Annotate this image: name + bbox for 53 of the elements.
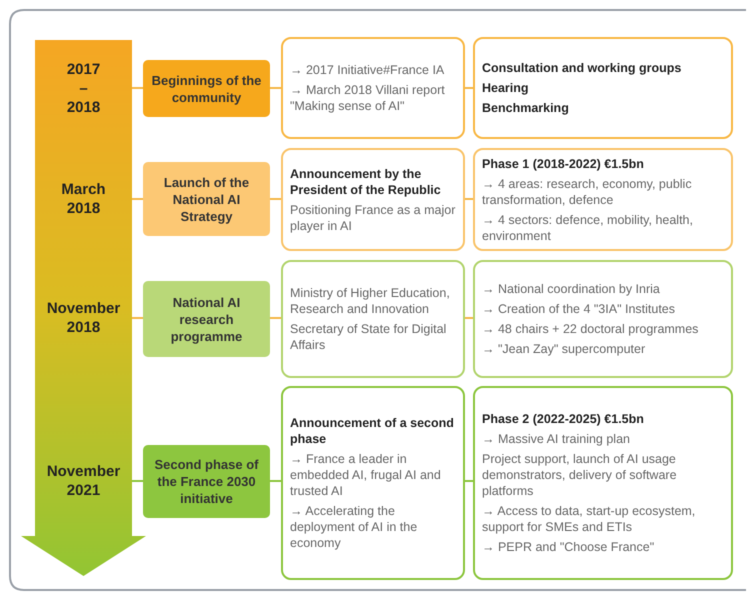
connector-line bbox=[465, 87, 473, 89]
connector-line bbox=[270, 87, 281, 89]
heading-text: Benchmarking bbox=[482, 100, 570, 116]
phase-box: National AI research programme bbox=[143, 281, 270, 357]
connector-line bbox=[270, 198, 281, 200]
outcome-box bbox=[473, 260, 733, 378]
connector-line bbox=[465, 317, 473, 319]
body-text: → 4 sectors: defence, mobility, health, environment bbox=[482, 212, 694, 244]
date-label: November 2021 bbox=[46, 462, 120, 500]
connector-line bbox=[270, 317, 281, 319]
body-text: → PEPR and "Choose France" bbox=[482, 539, 656, 555]
body-text: → Accelerating the deployment of AI in the economy bbox=[290, 503, 418, 551]
body-text: Project support, launch of AI usage demonstrators, delivery of software platforms bbox=[482, 451, 678, 499]
date-label: March 2018 bbox=[61, 180, 106, 218]
connector-line bbox=[270, 480, 281, 482]
body-text: → Creation of the 4 "3IA" Institutes bbox=[482, 301, 676, 317]
body-text: → 4 areas: research, economy, public transformation, defence bbox=[482, 176, 693, 208]
heading-text: Announcement by the President of the Republic bbox=[290, 166, 442, 198]
detail-box bbox=[281, 386, 465, 580]
outcome-box bbox=[473, 148, 733, 251]
body-text: Secretary of State for Digital Affairs bbox=[290, 321, 448, 353]
heading-text: Consultation and working groups bbox=[482, 60, 682, 76]
date-label: November 2018 bbox=[46, 299, 120, 337]
detail-box bbox=[281, 37, 465, 139]
body-text: Ministry of Higher Education, Research and Innovation bbox=[290, 285, 451, 317]
body-text: → 2017 Initiative#France IA bbox=[290, 62, 446, 78]
detail-box bbox=[281, 148, 465, 251]
body-text: Positioning France as a major player in AI bbox=[290, 202, 456, 234]
phase-box: Beginnings of the community bbox=[143, 60, 270, 117]
timeline-arrow bbox=[21, 40, 146, 576]
outcome-box bbox=[473, 386, 733, 580]
detail-box bbox=[281, 260, 465, 378]
connector-line bbox=[132, 480, 143, 482]
connector-line bbox=[132, 87, 143, 89]
heading-text: Phase 2 (2022-2025) €1.5bn bbox=[482, 411, 645, 427]
body-text: → "Jean Zay" supercomputer bbox=[482, 341, 646, 357]
connector-line bbox=[465, 198, 473, 200]
heading-text: Hearing bbox=[482, 80, 530, 96]
heading-text: Announcement of a second phase bbox=[290, 415, 455, 447]
connector-line bbox=[132, 198, 143, 200]
body-text: → 48 chairs + 22 doctoral programmes bbox=[482, 321, 700, 337]
phase-box: Second phase of the France 2030 initiative bbox=[143, 445, 270, 518]
phase-box: Launch of the National AI Strategy bbox=[143, 162, 270, 236]
connector-line bbox=[132, 317, 143, 319]
body-text: → National coordination by Inria bbox=[482, 281, 661, 297]
body-text: → France a leader in embedded AI, frugal AI and trusted AI bbox=[290, 451, 442, 499]
body-text: → Access to data, start-up ecosystem, support for SMEs and ETIs bbox=[482, 503, 696, 535]
body-text: → Massive AI training plan bbox=[482, 431, 631, 447]
date-label: 2017 – 2018 bbox=[66, 60, 100, 116]
outcome-box bbox=[473, 37, 733, 139]
heading-text: Phase 1 (2018-2022) €1.5bn bbox=[482, 156, 645, 172]
connector-line bbox=[465, 480, 473, 482]
body-text: → March 2018 Villani report "Making sense of AI" bbox=[290, 82, 446, 114]
